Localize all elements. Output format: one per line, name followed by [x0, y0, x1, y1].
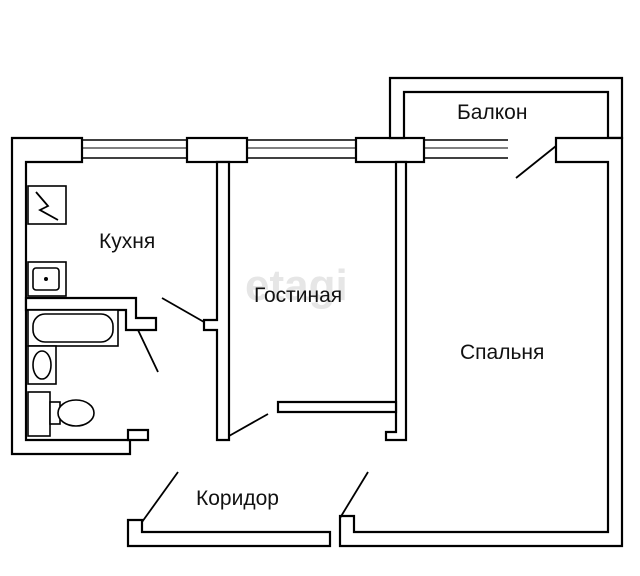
washbasin-icon [27, 345, 57, 385]
watermark: etagi [245, 261, 348, 310]
toilet-icon [27, 391, 95, 437]
interior-walls [24, 160, 408, 442]
stove-icon [27, 185, 67, 225]
corridor-left-door [141, 471, 179, 523]
kitchen-door [161, 297, 205, 323]
sink-icon [27, 261, 67, 297]
room-label-balcony: Балкон [457, 101, 527, 124]
bathtub-icon [27, 309, 119, 347]
living-room-door [228, 413, 269, 437]
balcony-door [515, 145, 557, 179]
room-label-bedroom: Спальня [460, 341, 544, 364]
living-room-window [247, 139, 356, 159]
outer-walls [10, 76, 624, 548]
bedroom-window [424, 139, 508, 159]
room-label-living-room: Гостиная [254, 284, 342, 307]
kitchen-window [82, 139, 187, 159]
room-label-corridor: Коридор [196, 487, 279, 510]
room-label-kitchen: Кухня [99, 230, 155, 253]
corridor-right-door [339, 471, 369, 519]
door-swings [137, 145, 557, 523]
bathroom-door [137, 329, 159, 373]
